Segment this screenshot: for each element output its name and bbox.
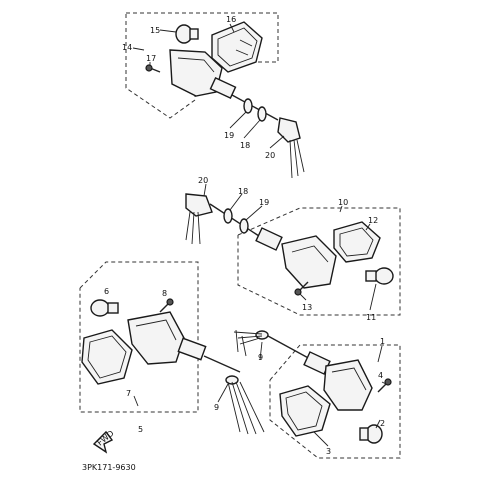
screw-17 [145,64,161,73]
callout-1: 1 [380,337,385,346]
grommet-20-top [277,117,305,179]
lens-12 [333,221,381,263]
callout-11: 11 [366,313,376,322]
screw-13 [294,281,309,296]
housing-top [169,49,237,100]
leader-lines [132,23,387,447]
callout-6: 6 [104,287,109,296]
assembly-lower-right-group [233,329,401,459]
bulb-11 [365,267,394,285]
callout-19-top: 19 [224,131,234,140]
grommet-9-right [233,329,269,357]
diagram-code: 3PK171-9630 [82,463,136,472]
callout-16: 16 [226,15,236,24]
callout-19-middle: 19 [259,198,269,207]
callout-10: 10 [338,198,348,207]
grommet-20-middle [185,193,213,245]
callout-3: 3 [326,447,331,456]
callout-18-middle: 18 [238,187,248,196]
bulb-15 [175,24,199,44]
washer-19-middle [239,218,249,234]
housing-lower-left [127,311,207,365]
fwd-arrow-label: FWD [96,429,116,448]
callout-14: 14 [122,43,132,52]
stem-top [231,94,279,122]
callout-5: 5 [138,425,143,434]
bulb-2 [359,424,383,444]
bulb-6 [90,299,119,317]
lens-3 [279,385,331,437]
callout-20-top: 20 [265,151,275,160]
housing-lower-right [303,351,373,411]
callout-9-lower: 9 [214,403,219,412]
lens-7 [81,329,133,385]
washer-18-middle [223,208,233,224]
screw-4 [377,378,392,393]
assembly-middle-group [185,193,401,316]
callout-4: 4 [378,371,383,380]
callout-18-top: 18 [240,141,250,150]
lens-16 [211,21,263,73]
callout-12: 12 [368,216,378,225]
screw-8 [159,298,174,313]
callout-20-middle: 20 [198,176,208,185]
assembly-1-outline [269,344,401,459]
grommet-9-lower [225,375,265,435]
callout-17: 17 [146,54,156,63]
callout-9-right: 9 [258,353,263,362]
assembly-lower-left-group [79,261,265,454]
fwd-arrow-icon [92,430,114,454]
callout-15: 15 [150,26,160,35]
callout-2: 2 [380,419,385,428]
assembly-10-outline [237,207,401,316]
callout-13: 13 [302,303,312,312]
assembly-top-group [125,12,305,179]
callout-8: 8 [162,289,167,298]
housing-middle [255,227,337,289]
assembly-5-outline [79,261,199,413]
callout-7: 7 [126,389,131,398]
